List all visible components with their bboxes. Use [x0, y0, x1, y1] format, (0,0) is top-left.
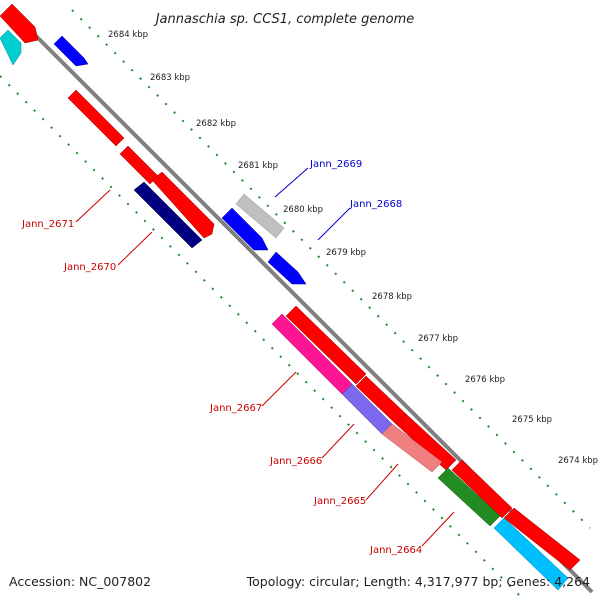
tick-label: 2678 kbp	[372, 292, 412, 302]
tick-label: 2681 kbp	[238, 161, 278, 171]
gene-label[interactable]: Jann_2664	[369, 545, 422, 556]
gene-label[interactable]: Jann_2668	[349, 199, 402, 210]
leader-lines	[75, 167, 455, 547]
gene-feature-blue[interactable]	[53, 35, 89, 67]
leader-line	[421, 511, 455, 547]
tick-label: 2682 kbp	[196, 119, 236, 129]
gene-label[interactable]: Jann_2667	[209, 403, 262, 414]
gene-feature-navy[interactable]	[133, 181, 203, 249]
leader-line	[317, 207, 351, 241]
tick-label: 2679 kbp	[326, 248, 366, 258]
strand-dotted-line	[0, 75, 521, 597]
leader-line	[274, 167, 309, 198]
tick-labels: 2684 kbp 2683 kbp 2682 kbp 2681 kbp 2680…	[108, 30, 598, 466]
gene-label[interactable]: Jann_2666	[269, 456, 322, 467]
gene-feature-blue[interactable]	[221, 207, 269, 251]
gene-label[interactable]: Jann_2665	[313, 496, 366, 507]
gene-label[interactable]: Jann_2669	[309, 159, 362, 170]
gene-feature-red[interactable]	[0, 3, 39, 44]
tick-label: 2675 kbp	[512, 415, 552, 425]
gene-feature-red[interactable]	[503, 507, 581, 571]
gene-feature-red[interactable]	[67, 89, 125, 147]
accession-text: Accession: NC_007802	[9, 574, 151, 589]
leader-line	[365, 463, 399, 501]
tick-label: 2676 kbp	[465, 375, 505, 385]
tick-label: 2680 kbp	[283, 205, 323, 215]
gene-feature-red[interactable]	[285, 305, 367, 385]
topology-summary-text: Topology: circular; Length: 4,317,977 bp…	[246, 574, 590, 589]
leader-line	[321, 423, 355, 459]
leader-line	[261, 371, 297, 407]
tick-label: 2677 kbp	[418, 334, 458, 344]
leader-line	[75, 189, 111, 223]
tick-label: 2674 kbp	[558, 456, 598, 466]
leader-line	[117, 231, 153, 266]
gene-feature-salmon[interactable]	[381, 423, 443, 473]
gene-feature-cyan[interactable]	[0, 29, 22, 66]
kbp-scale-line	[71, 9, 591, 529]
gene-feature-grey[interactable]	[235, 193, 285, 239]
map-title: Jannaschia sp. CCS1, complete genome	[153, 12, 415, 27]
gene-label[interactable]: Jann_2670	[63, 262, 116, 273]
tick-label: 2684 kbp	[108, 30, 148, 40]
gene-feature-red[interactable]	[151, 171, 215, 239]
gene-label[interactable]: Jann_2671	[21, 219, 74, 230]
gene-feature-green[interactable]	[437, 467, 501, 527]
gene-feature-cyan[interactable]	[493, 517, 569, 591]
gene-features	[0, 3, 581, 591]
gene-feature-red[interactable]	[451, 459, 513, 519]
tick-label: 2683 kbp	[150, 73, 190, 83]
gene-labels: Jann_2669 Jann_2668 Jann_2671 Jann_2670 …	[21, 159, 422, 556]
gene-feature-blue[interactable]	[267, 251, 307, 285]
